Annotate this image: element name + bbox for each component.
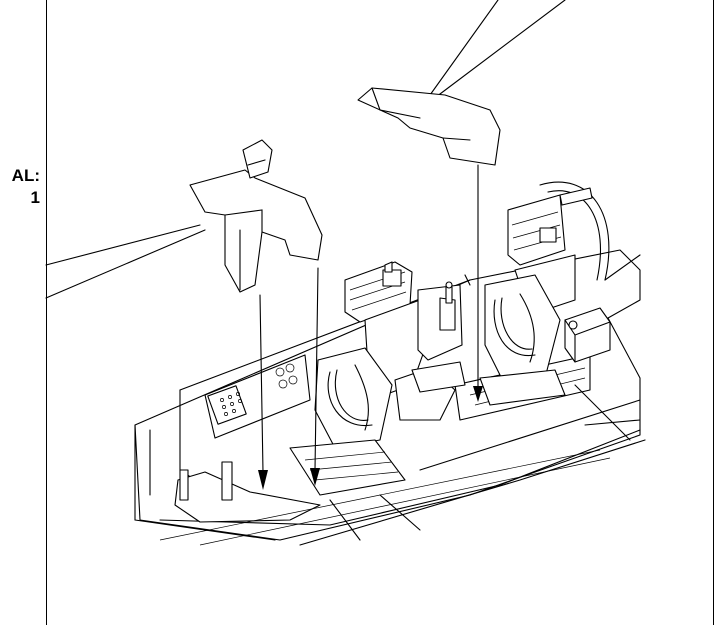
exploded-panel-left — [189, 139, 323, 293]
callout-label-line-2: 1 — [30, 188, 40, 207]
leader-lines — [45, 0, 566, 299]
figure-frame — [46, 0, 714, 625]
installation-arrows — [258, 164, 483, 490]
canopy-bow — [539, 181, 641, 363]
centre-console — [394, 281, 466, 421]
callout-label-line-1: AL: — [11, 166, 40, 185]
exploded-panel-right — [357, 87, 501, 166]
front-ejection-seat — [289, 261, 429, 496]
side-console — [204, 354, 311, 439]
callout-label: AL: 1 — [0, 165, 40, 209]
rear-ejection-seat — [479, 194, 576, 406]
